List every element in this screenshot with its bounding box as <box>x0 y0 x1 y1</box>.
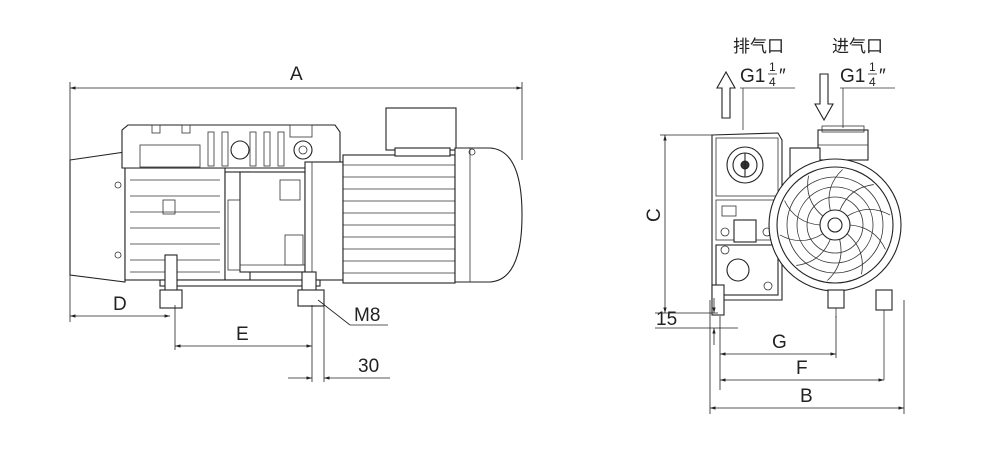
fan-blade <box>846 233 863 275</box>
dimension-d-label: D <box>113 294 127 315</box>
dimension-b-label: B <box>800 386 813 407</box>
svg-text:″: ″ <box>779 66 786 87</box>
dimension-b: B <box>709 300 905 414</box>
svg-text:G1: G1 <box>840 66 865 87</box>
dimension-15-label: 15 <box>656 309 677 330</box>
motor-flange <box>304 161 344 281</box>
exhaust-thread-spec: G1 1 4 ″ <box>740 60 795 130</box>
dimension-c-label: C <box>644 208 665 222</box>
dimension-f-label: F <box>796 358 808 379</box>
inlet-port-label: 进气口 <box>832 37 883 57</box>
dimension-g-label: G <box>772 332 787 353</box>
side-view: A <box>69 64 523 382</box>
end-view: 排气口 进气口 G1 1 4 ″ G1 1 4 ″ <box>644 37 905 414</box>
svg-text:G1: G1 <box>740 66 765 87</box>
exhaust-arrow-icon <box>716 70 736 119</box>
fan-blade <box>828 169 843 211</box>
dimension-e-label: E <box>236 324 249 345</box>
dimension-f: F <box>720 358 884 382</box>
coupling <box>224 171 306 281</box>
fan-blade <box>796 239 831 266</box>
exhaust-port-label: 排气口 <box>733 37 784 57</box>
svg-text:4: 4 <box>869 75 876 89</box>
svg-text:4: 4 <box>769 75 776 89</box>
motor-body <box>342 107 523 284</box>
fan-blade <box>779 233 824 242</box>
fan-blade <box>827 239 842 281</box>
dimension-c: C <box>644 134 712 313</box>
pump-body <box>121 124 341 281</box>
svg-text:1: 1 <box>869 60 876 74</box>
dimension-a: A <box>69 64 523 160</box>
svg-text:1: 1 <box>769 60 776 74</box>
fan-blade <box>784 200 821 226</box>
dimension-30-label: 30 <box>358 356 379 377</box>
fan-blade <box>846 208 891 217</box>
dimension-m8-label: M8 <box>354 305 380 326</box>
dimension-e: E <box>174 305 313 382</box>
dimension-d: D <box>69 275 170 322</box>
fan-blade <box>839 184 874 211</box>
end-view-feet <box>827 289 893 380</box>
dimension-g: G <box>719 316 837 390</box>
fan-blade <box>807 175 824 217</box>
inlet-thread-spec: G1 1 4 ″ <box>840 60 895 128</box>
fan-blade <box>849 224 886 250</box>
base-feet <box>159 254 325 309</box>
dimension-30: 30 <box>288 306 390 382</box>
fan-guard <box>768 158 902 292</box>
inlet-arrow-icon <box>814 73 834 122</box>
svg-text:″: ″ <box>879 66 886 87</box>
dimension-15: 15 <box>655 298 738 345</box>
dimension-a-label: A <box>290 64 303 85</box>
pump-end-cap <box>69 151 126 283</box>
dimension-m8: M8 <box>317 299 388 326</box>
